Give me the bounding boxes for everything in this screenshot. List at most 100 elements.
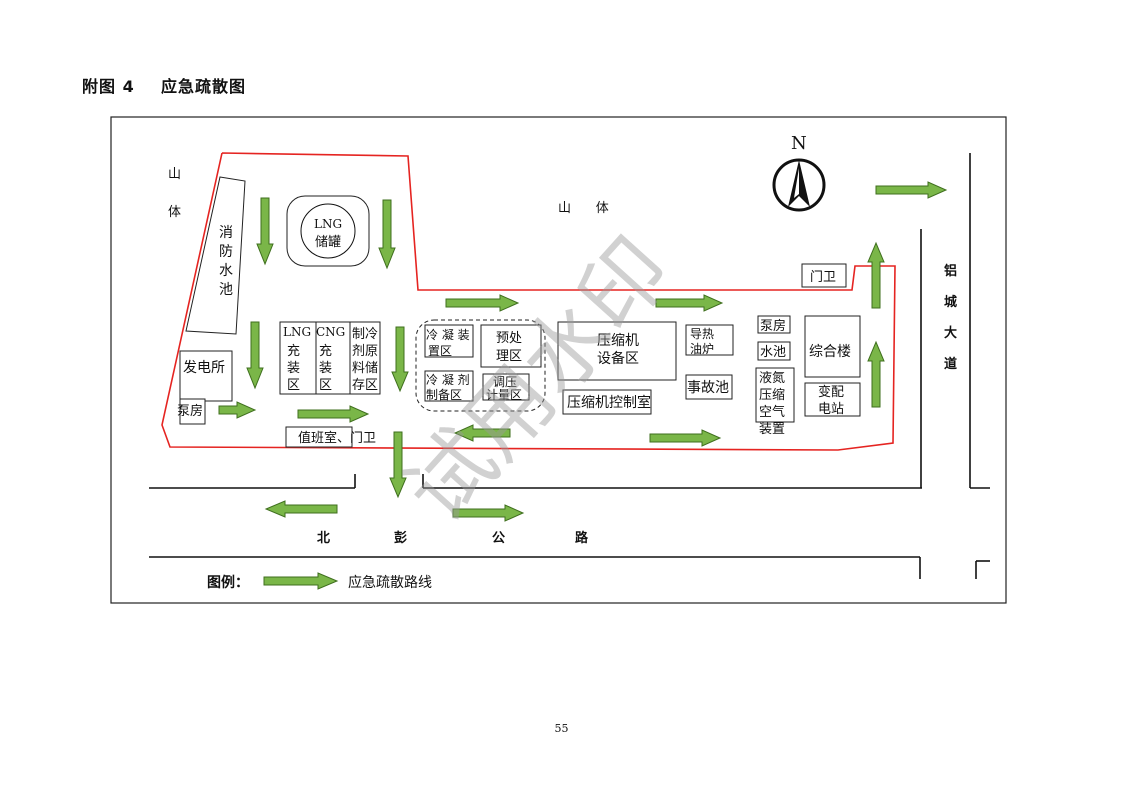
legend-label: 图例： — [207, 574, 249, 591]
duty-room-label: 值班室、门卫 — [298, 430, 376, 446]
accident-pool — [685, 374, 733, 400]
svg-text:彭: 彭 — [394, 530, 407, 546]
arrow-right — [218, 401, 257, 419]
fire-pool — [185, 176, 246, 335]
evacuation-arrows — [218, 181, 948, 590]
pump-house-left-label: 泵房 — [177, 403, 203, 419]
pretreatment — [480, 324, 542, 368]
svg-text:CNG: CNG — [316, 325, 345, 339]
arrow-right — [452, 504, 525, 522]
svg-text:剂原: 剂原 — [352, 344, 378, 359]
liquid-nitrogen-label: 液氮 压缩 空气 装置 — [759, 371, 785, 437]
accident-pool-label: 事故池 — [687, 380, 729, 396]
legend-route-label: 应急疏散路线 — [348, 574, 432, 591]
svg-text:空气: 空气 — [759, 404, 785, 420]
figure-title: 附图 4 应急疏散图 — [82, 77, 246, 96]
compressor-area-label-1: 压缩机 — [597, 333, 639, 349]
condense-device-label-2: 置区 — [428, 344, 452, 358]
heat-oil-furnace-label-1: 导热 — [690, 327, 714, 341]
filling-block — [279, 321, 381, 395]
water-pool-label: 水池 — [760, 345, 786, 360]
compressor-area-label-2: 设备区 — [597, 350, 639, 367]
substation-label-2: 电站 — [818, 402, 844, 417]
lng-tank — [300, 203, 356, 259]
svg-text:北: 北 — [317, 531, 330, 546]
svg-text:存区: 存区 — [352, 378, 378, 393]
heat-oil-furnace-label-2: 油炉 — [690, 342, 714, 356]
arrow-right — [649, 429, 722, 447]
arrow-up — [867, 241, 885, 309]
svg-text:铝: 铝 — [944, 263, 957, 279]
east-road-label: 铝 城 大 道 — [944, 263, 957, 372]
svg-text:区: 区 — [287, 378, 300, 393]
arrow-right — [445, 294, 520, 312]
arrow-left — [264, 500, 338, 518]
svg-text:城: 城 — [944, 294, 957, 310]
north-compass-icon: N — [772, 133, 826, 212]
cng-fill-label: CNG 充 装 区 — [316, 325, 345, 393]
arrow-down — [378, 199, 396, 270]
svg-text:充: 充 — [319, 343, 332, 359]
arrow-right — [655, 294, 724, 312]
svg-text:压缩: 压缩 — [759, 387, 785, 403]
compressor-control-label: 压缩机控制室 — [567, 394, 651, 411]
mountain-left-label-1: 山 — [168, 167, 181, 182]
lng-tank-label-2: 储罐 — [315, 235, 341, 250]
pressure-metering-label-1: 调压 — [493, 375, 517, 389]
condense-device — [424, 324, 474, 358]
fire-pool-label: 消 防 水 池 — [219, 225, 233, 298]
svg-text:路: 路 — [575, 530, 589, 546]
svg-text:区: 区 — [319, 378, 332, 393]
pump-house-right — [757, 315, 791, 334]
svg-text:装: 装 — [287, 361, 300, 376]
condense-device-label-1: 冷 凝 装 — [426, 327, 470, 342]
arrow-right — [875, 181, 948, 199]
arrow-left — [453, 424, 511, 442]
pretreatment-label-2: 理区 — [496, 349, 522, 364]
svg-text:N: N — [791, 133, 807, 154]
svg-text:制冷: 制冷 — [352, 327, 378, 342]
site-boundary — [161, 152, 896, 451]
east-gate-label: 门卫 — [810, 270, 836, 285]
substation — [804, 382, 861, 417]
svg-text:LNG: LNG — [283, 325, 311, 339]
arrow-down — [246, 321, 264, 390]
svg-text:料储: 料储 — [352, 361, 378, 376]
refrigerant-prep-label-1: 冷 凝 剂 — [426, 372, 470, 387]
svg-text:装置: 装置 — [759, 422, 785, 437]
compressor-control — [562, 389, 652, 415]
lng-fill-label: LNG 充 装 区 — [283, 325, 311, 393]
svg-text:防: 防 — [219, 244, 233, 260]
office-building — [804, 315, 861, 378]
road-lines — [149, 153, 990, 579]
power-house — [179, 350, 233, 402]
svg-text:公: 公 — [492, 531, 505, 546]
arrow-down — [256, 197, 274, 266]
pump-house-left — [179, 398, 206, 425]
svg-text:充: 充 — [287, 343, 300, 359]
map-frame — [110, 116, 1007, 604]
mountain-top-label: 山 体 — [558, 201, 609, 216]
heat-oil-furnace — [685, 324, 734, 356]
pressure-metering-label-2: 计量区 — [486, 388, 522, 402]
legend-arrow — [263, 572, 339, 590]
svg-text:池: 池 — [219, 282, 233, 298]
arrow-down — [389, 431, 407, 499]
page-number: 55 — [554, 722, 569, 735]
pretreatment-label-1: 预处 — [496, 331, 522, 346]
svg-text:道: 道 — [944, 356, 957, 372]
liquid-nitrogen-unit — [755, 367, 795, 423]
process-zone — [415, 319, 546, 412]
north-road-label: 北 彭 公 路 — [317, 530, 589, 546]
east-gate — [801, 263, 847, 288]
refrigerant-prep-label-2: 制备区 — [426, 388, 462, 402]
power-house-label: 发电所 — [183, 360, 225, 376]
svg-text:大: 大 — [944, 325, 957, 341]
refrigerant-prep — [424, 370, 474, 402]
svg-text:消: 消 — [219, 225, 233, 241]
svg-text:装: 装 — [319, 361, 332, 376]
mountain-left-label-2: 体 — [168, 205, 181, 220]
water-pool — [757, 341, 791, 361]
duty-room — [285, 426, 353, 448]
svg-text:液氮: 液氮 — [759, 371, 785, 386]
